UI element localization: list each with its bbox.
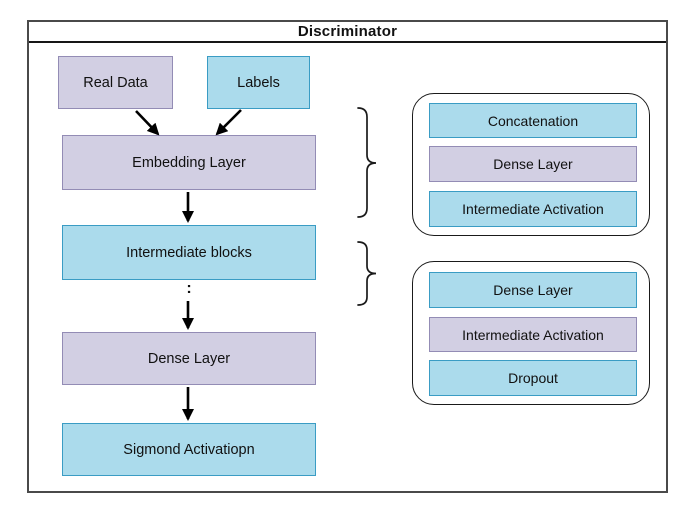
group1-item-concatenation-label: Concatenation: [487, 112, 579, 129]
group2-item-intermediate-activation: Intermediate Activation: [429, 317, 637, 352]
node-embedding-layer: Embedding Layer: [62, 135, 316, 190]
node-sigmoid-activation-label: Sigmond Activatiopn: [123, 441, 255, 458]
node-labels: Labels: [207, 56, 310, 109]
node-sigmoid-activation: Sigmond Activatiopn: [62, 423, 316, 476]
node-labels-label: Labels: [237, 74, 280, 91]
node-real-data: Real Data: [58, 56, 173, 109]
node-intermediate-blocks-label: Intermediate blocks: [126, 244, 252, 261]
group1-item-intermediate-activation-label: Intermediate Activation: [462, 201, 604, 217]
node-dense-layer: Dense Layer: [62, 332, 316, 385]
group1-item-concatenation: Concatenation: [429, 103, 637, 138]
node-embedding-layer-label: Embedding Layer: [132, 154, 246, 171]
group-embedding-layer-detail: Concatenation Dense Layer Intermediate A…: [412, 93, 650, 236]
node-dense-layer-label: Dense Layer: [147, 350, 231, 367]
group2-item-dense-layer-label: Dense Layer: [493, 282, 573, 298]
group1-item-dense-layer-label: Dense Layer: [493, 156, 573, 172]
group2-item-intermediate-activation-label: Intermediate Activation: [462, 326, 604, 343]
node-real-data-label: Real Data: [83, 74, 148, 91]
group1-item-intermediate-activation: Intermediate Activation: [429, 191, 637, 227]
continuation-dots: :: [186, 280, 192, 297]
node-intermediate-blocks: Intermediate blocks: [62, 225, 316, 280]
diagram-title: Discriminator: [297, 23, 398, 40]
group2-item-dense-layer: Dense Layer: [429, 272, 637, 308]
diagram-title-bar: Discriminator: [29, 22, 666, 43]
group2-item-dropout-label: Dropout: [508, 370, 558, 386]
group-intermediate-block-detail: Dense Layer Intermediate Activation Drop…: [412, 261, 650, 405]
group2-item-dropout: Dropout: [429, 360, 637, 396]
group1-item-dense-layer: Dense Layer: [429, 146, 637, 182]
